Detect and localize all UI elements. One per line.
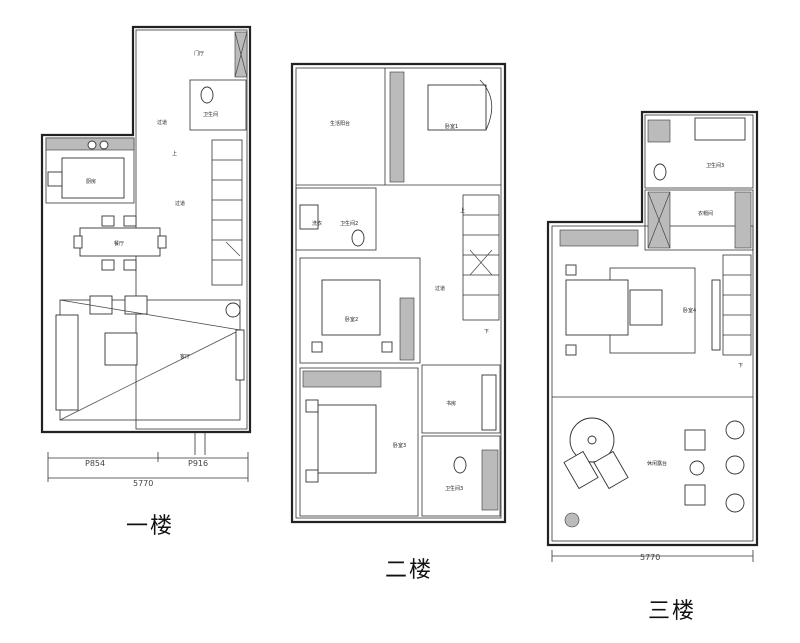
floor3-dim-total: 5770 <box>640 553 660 562</box>
floor1-stair-up: 上 <box>172 150 177 157</box>
floor1-room-foyer: 门厅 <box>194 50 204 57</box>
floor2-stair-treads <box>463 214 499 296</box>
floor2-room-hall: 过道 <box>435 285 445 292</box>
floor1-dim-left: P854 <box>85 459 105 468</box>
floor2-room-bath3: 卫生间3 <box>445 485 463 492</box>
floor2-room-bedroom3: 卧室3 <box>393 442 406 449</box>
floor2-label: 二楼 <box>385 558 434 583</box>
floor1-room-bath: 卫生间 <box>203 111 218 118</box>
floor1-stair-treads <box>212 159 242 261</box>
floor1-plan: 门厅 卫生间 过道 上 厨房 过道 餐厅 客厅 P854 P916 5770 <box>40 25 252 488</box>
floor3-room-bath: 卫生间3 <box>706 162 724 169</box>
floor2-stair-up: 上 <box>460 207 465 214</box>
floor3-label: 三楼 <box>648 599 697 624</box>
floor3-stair-treads <box>723 274 751 336</box>
floor1-dim-right: P916 <box>188 459 208 468</box>
floor2-room-laundry: 洗衣 <box>312 220 322 227</box>
floor1-dim-total: 5770 <box>133 479 153 488</box>
floor1-label: 一楼 <box>126 514 175 539</box>
floor2-room-study: 书房 <box>446 400 456 407</box>
floor1-room-kitchen: 厨房 <box>86 178 96 185</box>
floor3-plan: 卫生间3 衣帽间 卧室4 下 休闲露台 5770 <box>546 110 759 562</box>
floor3-room-terrace: 休闲露台 <box>647 460 667 467</box>
floor2-room-bedroom2: 卧室2 <box>345 316 358 323</box>
floor2-plan: 生活阳台 卧室1 洗衣 卫生间2 上 过道 卧室2 下 书房 卧室3 卫生间3 <box>290 62 507 524</box>
floor1-room-hall-top: 过道 <box>157 119 167 126</box>
floor1-room-hall-mid: 过道 <box>175 200 185 207</box>
floor3-stair-down: 下 <box>738 363 743 369</box>
floor3-room-bedroom4: 卧室4 <box>683 307 696 314</box>
floor3-room-cloak: 衣帽间 <box>698 210 713 217</box>
floor2-room-bedroom1: 卧室1 <box>445 123 458 130</box>
floor1-room-dining: 餐厅 <box>114 240 124 247</box>
floor2-room-bath2: 卫生间2 <box>340 220 358 227</box>
floor1-room-living: 客厅 <box>180 353 190 360</box>
floor2-stair-down: 下 <box>484 329 489 335</box>
floor2-room-balcony: 生活阳台 <box>330 120 350 127</box>
